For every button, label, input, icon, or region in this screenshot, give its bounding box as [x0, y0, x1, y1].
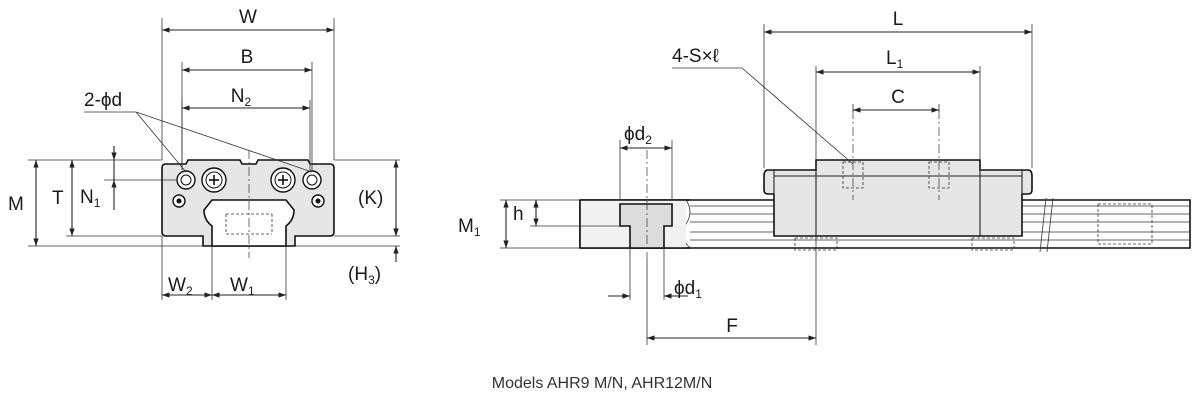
dim-M: M: [8, 194, 24, 215]
dim-F: F: [726, 316, 738, 337]
dim-M1: M1: [458, 216, 481, 239]
dim-B: B: [241, 47, 254, 68]
dim-H3: (H3): [348, 264, 381, 287]
dim-N2: N2: [231, 86, 252, 109]
dim-W: W: [239, 7, 257, 28]
screw-right: [270, 167, 296, 193]
side-view: L L1 C 4-S×ℓ ϕd2 M1 h ϕd1 F: [458, 9, 1191, 345]
dim-T: T: [52, 188, 64, 209]
figure-caption: Models AHR9 M/N, AHR12M/N: [492, 375, 713, 392]
dim-L: L: [893, 9, 904, 30]
block-side: [763, 159, 1033, 237]
front-view: W B N2 2-ϕd M T N1 (K) (H3) W2 W1: [8, 7, 400, 300]
screw-left: [201, 167, 227, 193]
dim-C: C: [891, 87, 905, 108]
dim-d1: ϕd1: [674, 278, 702, 301]
label-4-S-x-l: 4-S×ℓ: [672, 46, 719, 67]
dim-h: h: [513, 204, 524, 225]
label-2-phi-d: 2-ϕd: [84, 90, 122, 111]
dim-N1: N1: [80, 187, 101, 210]
dim-K: (K): [358, 188, 383, 209]
dim-d2: ϕd2: [624, 124, 652, 147]
dim-W2: W2: [168, 275, 193, 298]
dim-W1: W1: [230, 275, 255, 298]
mount-hole-left: [176, 170, 196, 190]
dim-L1: L1: [886, 48, 904, 71]
mount-hole-right: [302, 170, 322, 190]
